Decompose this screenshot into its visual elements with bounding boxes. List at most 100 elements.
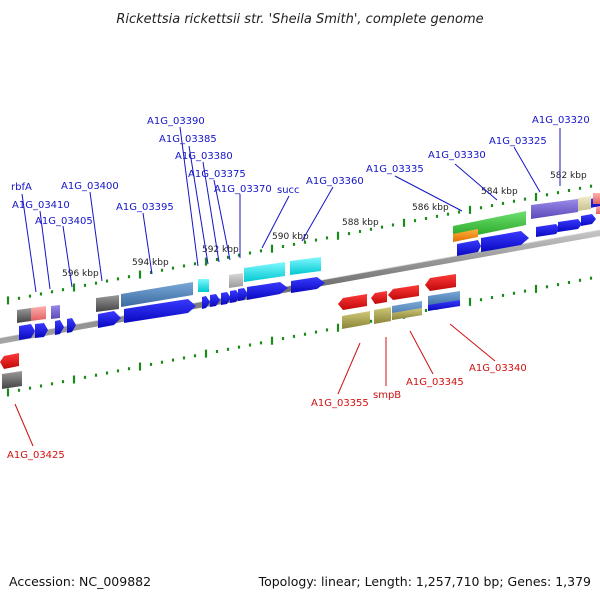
- gene-arrow[interactable]: [55, 320, 64, 335]
- forward-leaders: [21, 126, 561, 293]
- gene-label[interactable]: A1G_03340: [469, 363, 527, 374]
- genome-summary-text: Topology: linear; Length: 1,257,710 bp; …: [258, 574, 591, 589]
- label-leader: [449, 323, 496, 362]
- gene-label[interactable]: A1G_03335: [366, 164, 424, 175]
- gene-label[interactable]: A1G_03320: [532, 115, 590, 126]
- gene-arrow[interactable]: [338, 294, 367, 310]
- label-leader: [261, 195, 290, 249]
- label-leader: [213, 179, 231, 261]
- gene-arrow[interactable]: [35, 323, 48, 338]
- gene-label[interactable]: rbfA: [11, 182, 32, 193]
- gene-label[interactable]: smpB: [373, 390, 401, 401]
- forward-gene-labels: A1G_03320 A1G_03325 A1G_03330 A1G_03335 …: [11, 115, 590, 227]
- gene-label[interactable]: A1G_03330: [428, 150, 486, 161]
- gene-arrow[interactable]: [210, 294, 220, 307]
- gene-label[interactable]: A1G_03410: [12, 200, 70, 211]
- reverse-gene-labels: A1G_03340 A1G_03345 smpB A1G_03355 A1G_0…: [7, 363, 527, 461]
- gene-arrow[interactable]: [98, 311, 121, 328]
- gene-arrow[interactable]: [230, 290, 240, 303]
- gene-arrow[interactable]: [581, 214, 596, 226]
- feature-block[interactable]: [392, 308, 422, 320]
- gene-arrow[interactable]: [124, 299, 196, 323]
- feature-block[interactable]: [96, 295, 119, 312]
- kbp-tick-label: 586 kbp: [412, 203, 449, 213]
- gene-arrow[interactable]: [536, 224, 560, 237]
- label-leader: [14, 403, 34, 447]
- gene-arrow[interactable]: [428, 300, 460, 311]
- label-leader: [513, 146, 541, 193]
- reverse-leaders: [14, 323, 496, 447]
- label-leader: [89, 191, 103, 282]
- label-leader: [454, 163, 498, 201]
- feature-block[interactable]: [198, 279, 209, 292]
- gene-label[interactable]: A1G_03405: [35, 216, 93, 227]
- gene-arrow[interactable]: [67, 318, 76, 333]
- gene-arrow[interactable]: [238, 288, 248, 301]
- label-leader: [179, 126, 199, 267]
- gene-arrow[interactable]: [558, 219, 582, 232]
- gene-label[interactable]: A1G_03395: [116, 202, 174, 213]
- gene-arrow[interactable]: [19, 324, 35, 340]
- feature-block[interactable]: [51, 305, 60, 319]
- kbp-tick-label: 584 kbp: [481, 187, 518, 197]
- gene-arrow[interactable]: [371, 291, 387, 304]
- gene-label[interactable]: A1G_03345: [406, 377, 464, 388]
- feature-block[interactable]: [121, 282, 193, 307]
- feature-block[interactable]: [31, 306, 46, 321]
- gene-label[interactable]: A1G_03385: [159, 134, 217, 145]
- feature-block[interactable]: [578, 196, 591, 211]
- label-leader: [394, 175, 463, 212]
- label-leader: [39, 210, 51, 290]
- label-leader: [142, 212, 153, 275]
- label-leader: [202, 161, 220, 263]
- forward-genes: [17, 193, 600, 340]
- gene-arrow[interactable]: [291, 277, 325, 293]
- label-leader: [21, 193, 37, 293]
- gene-label[interactable]: succ: [277, 185, 300, 196]
- gene-arrow[interactable]: [0, 353, 19, 369]
- gene-label[interactable]: A1G_03425: [7, 450, 65, 461]
- gene-arrow[interactable]: [596, 206, 600, 214]
- feature-block[interactable]: [374, 307, 391, 324]
- feature-block[interactable]: [531, 199, 578, 219]
- feature-block[interactable]: [2, 371, 22, 389]
- kbp-tick-label: 588 kbp: [342, 218, 379, 228]
- gene-label[interactable]: A1G_03390: [147, 116, 205, 127]
- label-leader: [409, 330, 434, 375]
- accession-text: Accession: NC_009882: [9, 574, 151, 589]
- gene-label[interactable]: A1G_03360: [306, 176, 364, 187]
- forward-tick-track: [6, 184, 593, 305]
- label-leader: [188, 145, 209, 265]
- gene-label[interactable]: A1G_03370: [214, 184, 272, 195]
- reverse-genes: [0, 274, 460, 389]
- label-leader: [62, 225, 73, 288]
- feature-block[interactable]: [453, 229, 478, 242]
- gene-label[interactable]: A1G_03380: [175, 151, 233, 162]
- gene-arrow[interactable]: [457, 240, 481, 256]
- gene-arrow[interactable]: [481, 231, 529, 252]
- gene-label[interactable]: A1G_03400: [61, 181, 119, 192]
- feature-block[interactable]: [290, 257, 321, 275]
- gene-label[interactable]: A1G_03355: [311, 398, 369, 409]
- gene-arrow[interactable]: [247, 282, 288, 300]
- gene-label[interactable]: A1G_03325: [489, 136, 547, 147]
- feature-block[interactable]: [244, 262, 285, 282]
- gene-arrow[interactable]: [202, 296, 210, 309]
- reverse-tick-track: [6, 276, 593, 397]
- feature-block[interactable]: [342, 311, 370, 329]
- feature-block[interactable]: [593, 193, 600, 204]
- kbp-tick-label: 590 kbp: [272, 232, 309, 242]
- feature-block[interactable]: [229, 273, 243, 288]
- gene-label[interactable]: A1G_03375: [188, 169, 246, 180]
- kbp-tick-label: 592 kbp: [202, 245, 239, 255]
- genome-title: Rickettsia rickettsii str. 'Sheila Smith…: [116, 12, 483, 27]
- label-leader: [301, 186, 334, 242]
- kbp-tick-label: 596 kbp: [62, 269, 99, 279]
- gene-arrow[interactable]: [388, 285, 419, 300]
- label-leader: [337, 342, 361, 395]
- kbp-tick-label: 582 kbp: [550, 171, 587, 181]
- gene-arrow[interactable]: [221, 292, 231, 305]
- gene-arrow[interactable]: [425, 274, 456, 291]
- feature-block[interactable]: [17, 308, 31, 323]
